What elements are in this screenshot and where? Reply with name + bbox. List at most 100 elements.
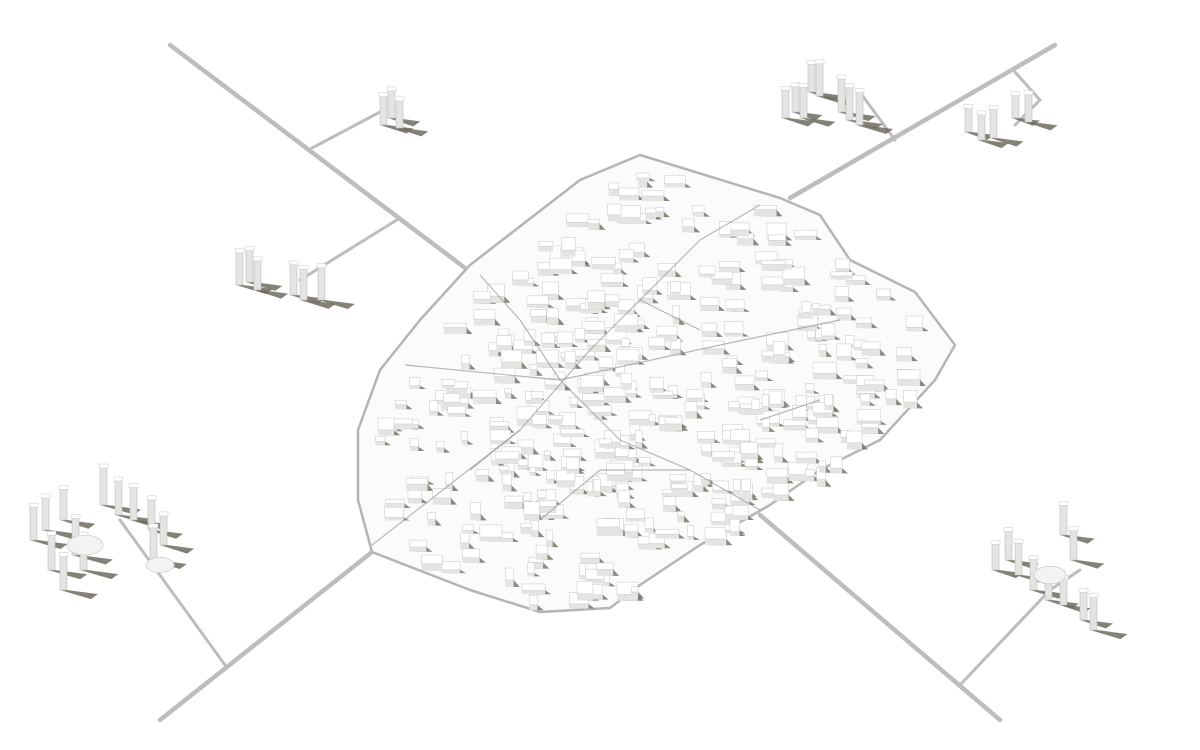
building-facade [788,474,808,481]
tower-roof [113,476,124,482]
building-facade [375,441,385,446]
road-segment [310,110,382,150]
building-facade [577,593,593,601]
building-facade [608,189,619,196]
building-roof [614,313,638,326]
tower-shadow [978,140,1009,149]
tower-body [395,99,404,129]
building-facade [501,361,522,369]
building-facade [603,582,610,587]
building-roof [521,583,546,591]
building-facade [613,269,622,275]
building-roof [686,389,704,399]
building-facade [385,503,405,508]
street [639,299,701,331]
building-facade [711,521,731,525]
building-roof [517,458,529,466]
building-facade [762,406,769,413]
building-facade [701,331,717,337]
tower-body [1014,541,1023,576]
building-roof [733,479,741,491]
building-roof [818,460,826,467]
building-facade [642,290,657,295]
building-roof [753,205,777,210]
tower-roof [58,485,69,490]
building-facade [628,478,642,482]
building-roof [672,305,680,319]
building-roof [436,441,445,449]
building-facade [429,411,438,416]
building-facade [652,395,673,399]
building-facade [830,468,843,474]
building-facade [603,396,626,403]
tower-roof [854,88,865,93]
building-facade [635,442,643,449]
building-facade [620,445,630,449]
tower-roof [1003,527,1014,532]
building-roof [461,354,470,364]
building-facade [655,211,664,218]
tower-body [159,514,168,546]
building-roof [645,207,657,214]
building-facade [761,356,776,363]
building-roof [794,229,817,237]
building-roof [600,272,624,283]
tower-body [781,88,790,119]
tower-roof [316,263,327,269]
building-facade [840,437,850,444]
building-roof [795,451,817,459]
building-facade [816,479,826,487]
building-facade [728,407,740,412]
building-facade [606,340,626,345]
tower-shadow [782,118,815,127]
building-facade [649,421,656,425]
road-segment [958,588,1052,687]
tower-body [807,63,816,93]
building-facade [532,424,547,429]
tower-roof [1058,501,1069,506]
building-roof [494,451,520,460]
building-roof [734,375,755,385]
tower-shadow [60,590,98,600]
tower-shadow [1090,630,1128,640]
building-roof [677,511,685,517]
building-roof [766,222,787,236]
building-facade [566,222,590,227]
building-roof [687,525,695,537]
building-roof [502,472,512,486]
building-facade [536,362,559,368]
building-facade [462,557,480,563]
building-roof [580,552,601,559]
building-roof [876,288,891,297]
building-facade [656,335,678,342]
building-facade [853,347,867,351]
building-roof [761,394,769,407]
building-facade [795,458,817,464]
building-facade [441,569,461,574]
building-facade [855,363,868,369]
building-roof [432,488,452,499]
building-roof [527,454,544,468]
building-roof [725,299,745,309]
building-facade [637,298,653,304]
building-roof [523,492,532,502]
building-roof [692,205,705,213]
building-facade [641,196,664,202]
building-facade [812,412,833,417]
building-facade [409,385,420,389]
building-facade [819,350,827,357]
tower-roof [1078,587,1089,593]
building-facade [686,398,703,403]
building-roof [846,430,863,444]
building-roof [604,294,620,303]
building-roof [724,321,744,334]
building-facade [812,308,820,313]
building-facade [726,284,741,290]
tower-body [149,526,158,561]
tower-body [245,249,254,283]
building-facade [896,355,912,362]
tower-roof [146,495,157,501]
building-facade [730,501,750,505]
building-roof [728,401,740,409]
